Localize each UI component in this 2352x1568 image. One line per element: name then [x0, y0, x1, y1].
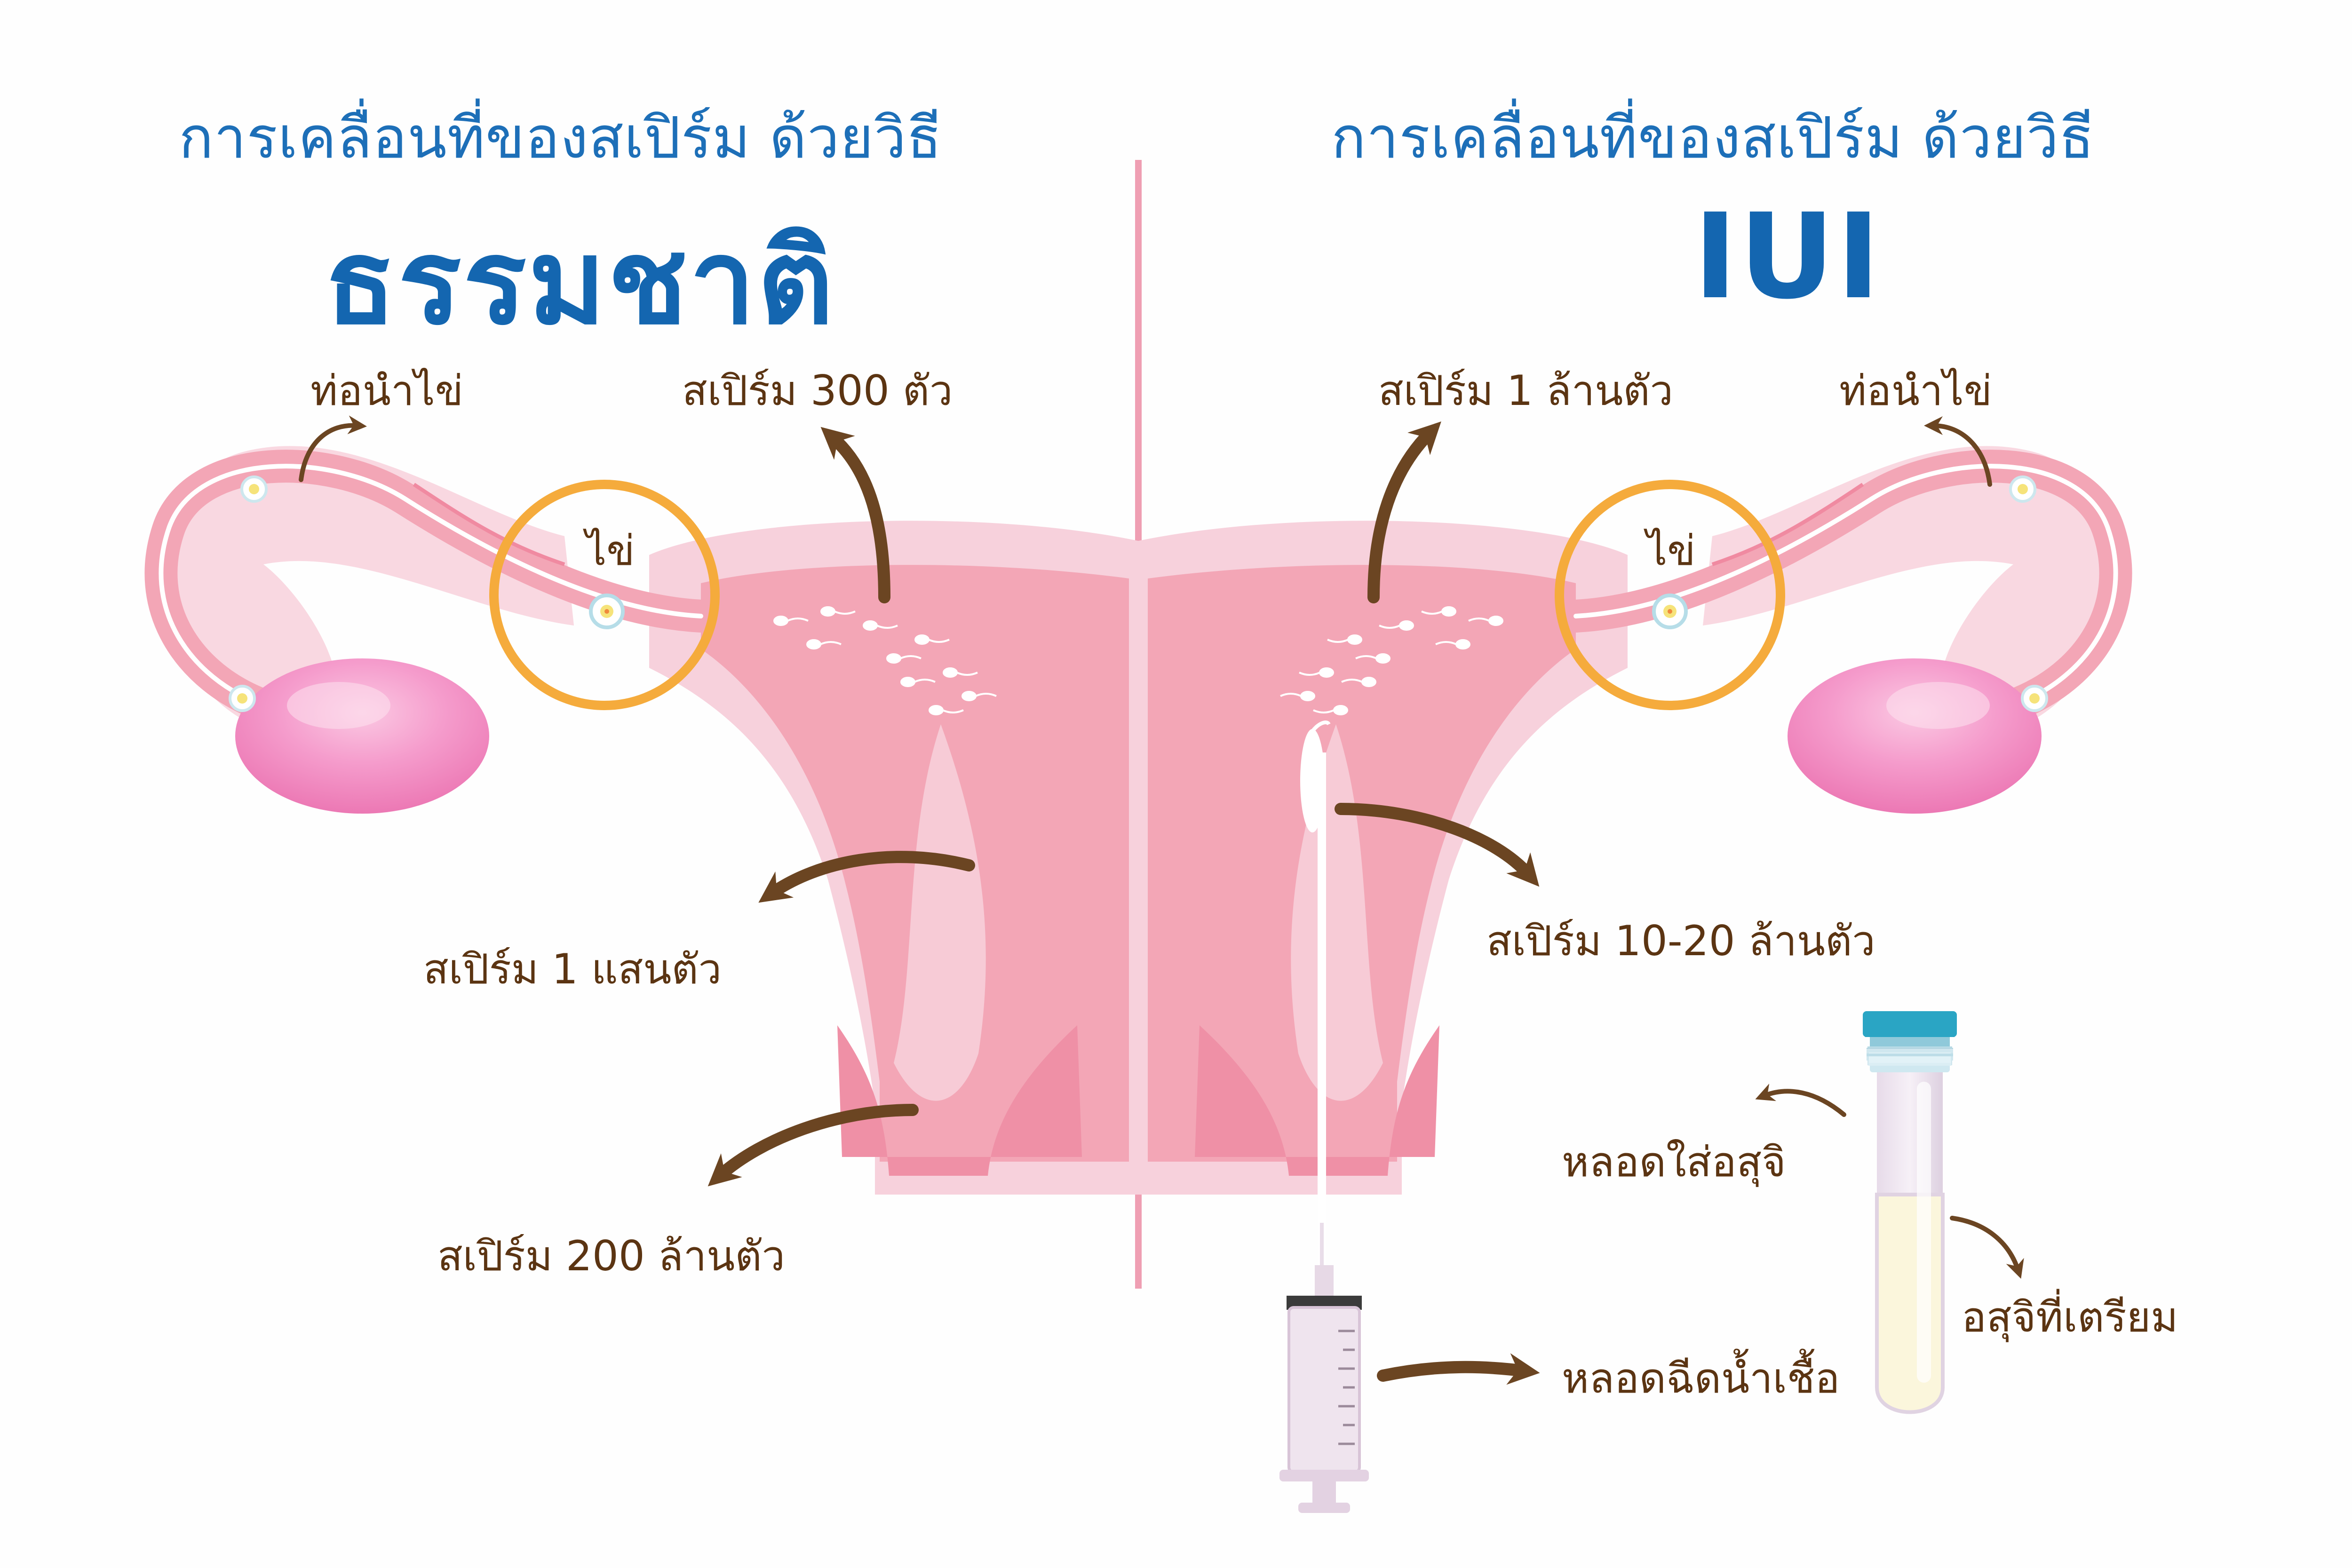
label-egg-right: ไข่ — [1646, 526, 1696, 575]
label-sperm-1m: สเปิร์ม 1 ล้านตัว — [1378, 366, 1673, 415]
label-egg-left: ไข่ — [586, 526, 635, 575]
label-prepared-sperm: อสุจิที่เตรียม — [1962, 1293, 2178, 1341]
label-sperm-tube: หลอดใส่อสุจิ — [1562, 1138, 1786, 1186]
arrow-sperm-300 — [820, 427, 890, 603]
arrow-prepared — [1950, 1216, 2024, 1279]
arrow-sperm-100k — [758, 851, 975, 903]
arrow-sperm-1m — [1367, 421, 1441, 603]
catheter — [1300, 721, 1331, 1298]
label-tube-right: ท่อนำไข่ — [1839, 366, 1992, 415]
label-sperm-200m: สเปิร์ม 200 ล้านตัว — [437, 1232, 785, 1280]
egg-ring-right — [1555, 480, 1785, 710]
uterus-right-illustration — [1138, 446, 2116, 1195]
label-sperm-100k: สเปิร์ม 1 แสนตัว — [423, 945, 722, 993]
right-heading: การเคลื่อนที่ของสเปิร์ม ด้วยวิธี — [1331, 104, 2095, 171]
right-method-title: IUI — [1693, 188, 1883, 325]
left-method-title: ธรรมชาติ — [325, 214, 836, 350]
syringe-icon — [1279, 1265, 1369, 1513]
label-sperm-300: สเปิร์ม 300 ตัว — [682, 366, 953, 415]
arrow-sperm-tube — [1755, 1084, 1846, 1117]
arrow-sperm-200m — [707, 1104, 919, 1187]
test-tube-icon — [1863, 1011, 1957, 1414]
arrow-injector — [1377, 1353, 1540, 1385]
label-sperm-10-20m: สเปิร์ม 10-20 ล้านตัว — [1486, 917, 1875, 965]
arrow-tube-right — [1924, 416, 1992, 487]
egg-ring-left — [489, 480, 720, 710]
arrow-sperm-10-20m — [1335, 803, 1540, 887]
uterus-left-illustration — [161, 446, 1138, 1195]
arrow-tube-left — [299, 415, 367, 482]
label-injector: หลอดฉีดน้ำเชื้อ — [1562, 1354, 1840, 1402]
label-tube-left: ท่อนำไข่ — [310, 366, 463, 415]
left-heading: การเคลื่อนที่ของสเปิร์ม ด้วยวิธี — [179, 104, 942, 171]
